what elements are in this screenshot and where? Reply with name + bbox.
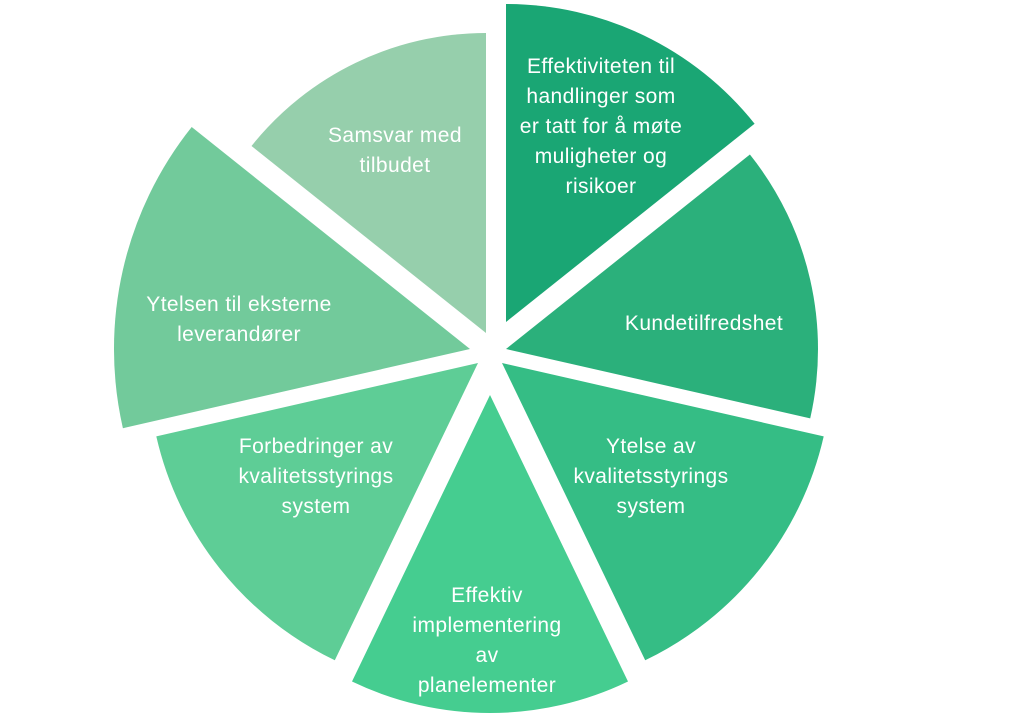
pie-slice-samsvar-med-tilbudet [251,33,486,333]
pie-slice-effektiviteten-handlinger-risikoer [506,4,755,322]
pie-slice-ytelsen-eksterne-leverandorer [113,127,471,429]
pie-slice-ytelse-kvalitetsstyringssystem [502,363,824,661]
pie-slice-kundetilfredshet [506,154,819,419]
pie-slice-forbedringer-kvalitetsstyringssystem [156,363,479,661]
pie-slice-effektiv-implementering-planelementer [352,395,628,714]
